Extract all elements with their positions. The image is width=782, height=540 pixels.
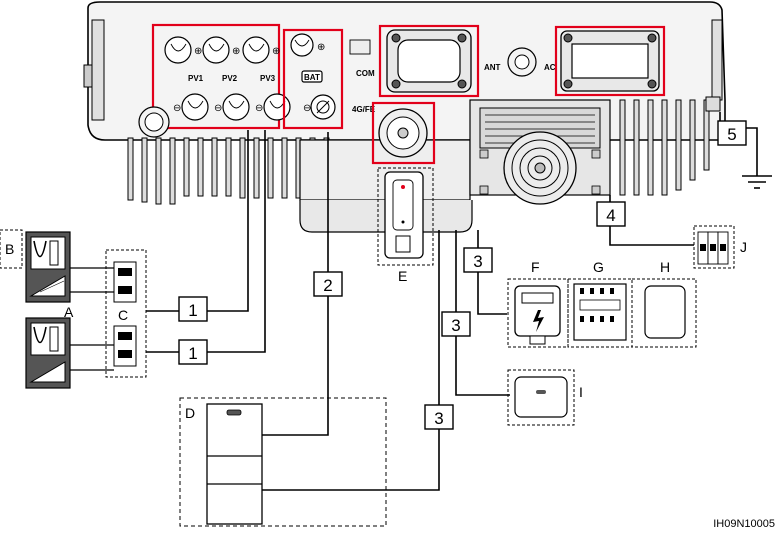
callout-box-5 <box>717 120 747 146</box>
pv-string-b <box>0 229 71 303</box>
callout-4: 4 <box>606 206 615 225</box>
callout-box-4 <box>596 201 626 227</box>
left-tab <box>83 64 93 88</box>
dongle-body <box>384 171 424 259</box>
ac-label: AC <box>544 63 556 72</box>
callout-1b: 1 <box>188 344 197 363</box>
pv2-minus-connector <box>222 93 250 121</box>
pv3-minus-connector <box>263 93 291 121</box>
pv-string-a <box>25 317 71 389</box>
callout-box-3c <box>424 404 454 430</box>
fe-label: 4G/FE <box>352 105 376 114</box>
com-plug <box>349 39 371 55</box>
fan-assembly <box>469 99 611 205</box>
heatsink-left <box>127 137 330 205</box>
ant-label: ANT <box>484 63 501 72</box>
device-g <box>567 278 633 348</box>
pv2-minus-symbol: ⊖ <box>214 103 222 114</box>
pv2-label: PV2 <box>222 74 238 83</box>
callouts: 1 1 2 3 3 3 4 5 <box>178 120 747 430</box>
label-b: B <box>5 241 14 257</box>
ground-symbol <box>742 175 772 189</box>
pv3-label: PV3 <box>260 74 276 83</box>
callout-3a: 3 <box>473 252 482 271</box>
dongle-dashed-frame <box>377 167 434 266</box>
pv-port-highlight <box>151 23 281 130</box>
smart-dongle <box>377 167 434 266</box>
callout-box-3a <box>463 247 493 273</box>
label-h: H <box>660 259 670 275</box>
label-a: A <box>64 304 74 320</box>
callout-box-1b <box>178 339 208 365</box>
meter-f <box>507 278 569 348</box>
label-c: C <box>118 307 128 323</box>
label-e: E <box>398 268 407 284</box>
left-bracket <box>91 19 105 121</box>
bat-minus-symbol: ⊖ <box>303 103 311 114</box>
bat-plus-symbol: ⊕ <box>317 42 325 53</box>
fe-gland-highlight <box>371 101 436 165</box>
ac-module-highlight <box>554 25 666 97</box>
callout-box-3b <box>441 311 471 337</box>
figure-id: IH09N10005 <box>713 518 775 530</box>
label-d: D <box>185 405 195 421</box>
pv3-plus-connector <box>242 36 270 64</box>
label-g: G <box>593 259 604 275</box>
callout-2: 2 <box>323 276 332 295</box>
bat-label-box <box>301 70 323 83</box>
callout-box-1a <box>178 296 208 322</box>
callout-5: 5 <box>727 125 736 144</box>
label-i: I <box>579 384 583 400</box>
pv2-plus-connector <box>202 36 230 64</box>
ground-screw <box>705 96 721 112</box>
pv-to-switch-lines <box>70 267 114 371</box>
callout-3c: 3 <box>434 409 443 428</box>
bat-label: BAT <box>304 73 320 82</box>
callout-1a: 1 <box>188 301 197 320</box>
label-j: J <box>740 239 747 255</box>
device-i <box>507 369 575 426</box>
battery-stack <box>206 403 263 525</box>
pv1-label: PV1 <box>188 74 204 83</box>
label-f: F <box>531 259 540 275</box>
center-module-highlight <box>378 24 480 98</box>
pv1-plus-connector <box>164 36 192 64</box>
bat-plus-connector <box>290 33 314 57</box>
dc-switch-c <box>105 249 147 378</box>
callout-3b: 3 <box>451 316 460 335</box>
battery-d <box>179 397 387 527</box>
bat-port-highlight <box>282 28 344 130</box>
ac-breaker-j <box>693 225 735 269</box>
pv1-plus-symbol: ⊕ <box>194 46 202 57</box>
com-label: COM <box>356 69 375 78</box>
callout-box-2 <box>313 271 343 297</box>
inverter: PV1 PV2 PV3 ⊕ ⊕ ⊕ ⊖ ⊖ ⊖ ⊕ BAT ⊖ COM 4G/F… <box>83 1 726 233</box>
device-h <box>631 278 697 348</box>
heatsink-right <box>619 99 710 196</box>
pv3-minus-symbol: ⊖ <box>255 103 263 114</box>
right-bracket <box>711 19 723 101</box>
pv2-plus-symbol: ⊕ <box>232 46 240 57</box>
pv1-minus-connector <box>181 93 209 121</box>
pv3-plus-symbol: ⊕ <box>272 46 280 57</box>
pv1-minus-symbol: ⊖ <box>173 103 181 114</box>
pv-connectors <box>164 36 291 121</box>
